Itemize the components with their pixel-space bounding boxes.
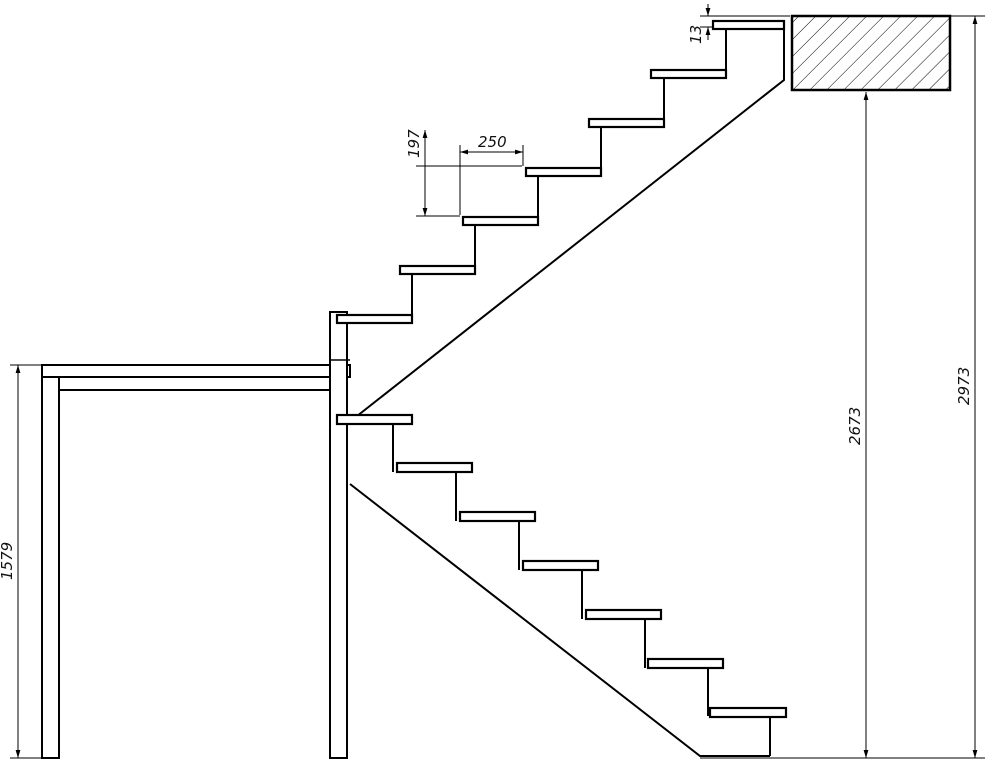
landing-height-dimension: 1579 [0, 364, 42, 759]
landing-frame [41, 311, 351, 759]
lower-stringer [349, 483, 770, 757]
tread [335, 313, 414, 325]
tread [646, 657, 725, 670]
tread [335, 413, 414, 426]
lower-flight [335, 413, 788, 756]
upper-flight [335, 19, 786, 420]
tread-offset-dimension: 13 [687, 4, 790, 44]
upper-floor-height-dimension: 2673 [846, 92, 869, 758]
tread [461, 215, 540, 227]
step-width-label: 250 [478, 133, 507, 151]
step-rise-dimension: 197 [405, 129, 522, 217]
tread [524, 166, 603, 178]
tread [587, 117, 666, 129]
center-post [329, 311, 348, 759]
landing-beam [41, 364, 351, 378]
tread [711, 19, 786, 31]
total-height-label: 2973 [955, 367, 973, 405]
upper-stringer [351, 28, 785, 421]
upper-floor-slab [790, 14, 952, 92]
landing-height-label: 1579 [0, 542, 16, 580]
left-post [41, 364, 60, 759]
upper-floor-height-label: 2673 [846, 407, 864, 445]
tread-offset-label: 13 [687, 25, 705, 44]
tread [584, 608, 663, 621]
step-rise-label: 197 [405, 129, 423, 158]
tread [395, 461, 474, 474]
step-width-dimension: 250 [459, 133, 524, 215]
tread [708, 706, 788, 719]
tread [649, 68, 728, 80]
tread [398, 264, 477, 276]
tread [458, 510, 537, 523]
total-height-dimension: 2973 [700, 15, 985, 759]
tread [521, 559, 600, 572]
